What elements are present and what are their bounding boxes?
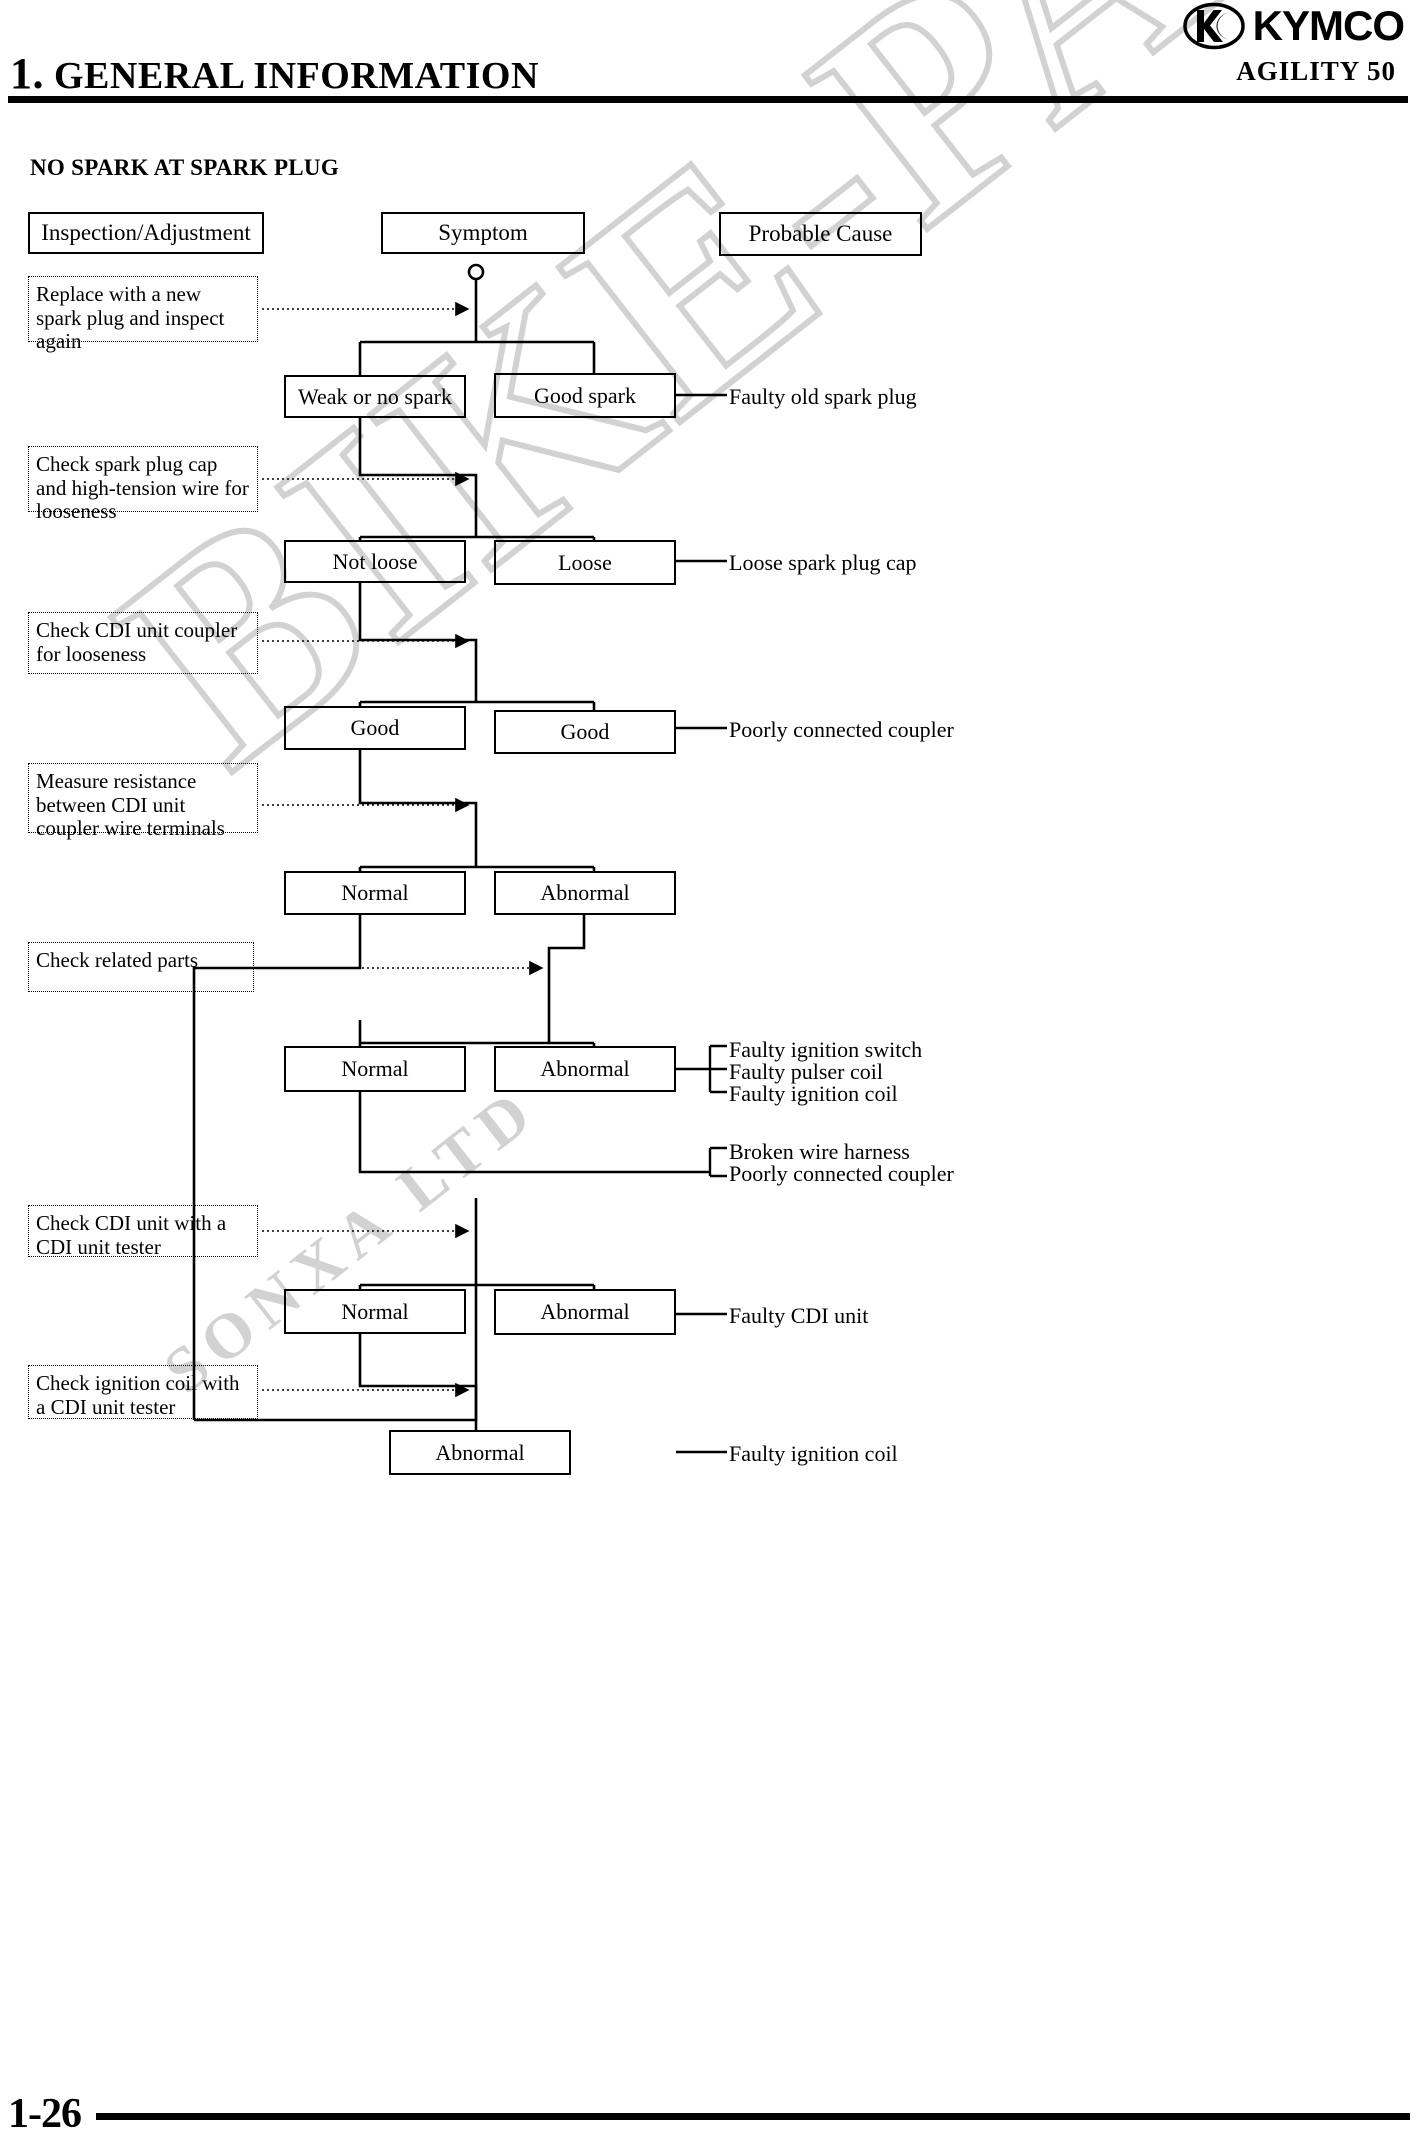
- instruction-box-5: Check related parts: [28, 942, 254, 992]
- cause-5-3: Faulty ignition coil: [729, 1081, 898, 1106]
- instruction-box-4: Measure resistance between CDI unit coup…: [28, 763, 258, 840]
- symptom-box-1-right: Good spark: [494, 373, 676, 418]
- page-title: 1. GENERAL INFORMATION: [10, 48, 539, 99]
- chapter-title-text: GENERAL INFORMATION: [54, 55, 539, 97]
- cause-3-1: Poorly connected coupler: [729, 717, 954, 742]
- instruction-box-1: Replace with a new spark plug and inspec…: [28, 276, 258, 353]
- footer-divider: [96, 2113, 1410, 2120]
- symptom-box-6-right: Abnormal: [494, 1289, 676, 1335]
- symptom-box-4-right: Abnormal: [494, 871, 676, 915]
- column-header-inspection: Inspection/Adjustment: [28, 212, 264, 254]
- kymco-emblem-icon: [1182, 2, 1245, 50]
- header-divider: [8, 96, 1408, 103]
- section-title: NO SPARK AT SPARK PLUG: [30, 155, 340, 180]
- kymco-wordmark: KYMCO: [1252, 2, 1405, 49]
- symptom-box-1-left: Weak or no spark: [284, 375, 466, 418]
- symptom-box-6-left: Normal: [284, 1289, 466, 1334]
- cause-2-1: Loose spark plug cap: [729, 550, 917, 575]
- column-header-symptom: Symptom: [381, 212, 585, 254]
- symptom-box-5-right: Abnormal: [494, 1046, 676, 1092]
- symptom-box-2-right: Loose: [494, 540, 676, 585]
- instruction-box-6: Check CDI unit with a CDI unit tester: [28, 1205, 258, 1258]
- instruction-box-2: Check spark plug cap and high-tension wi…: [28, 446, 258, 523]
- symptom-box-7-right: Abnormal: [389, 1430, 571, 1475]
- cause-7-1: Faulty ignition coil: [729, 1441, 898, 1466]
- cause-5-1: Faulty ignition switch: [729, 1037, 923, 1062]
- symptom-box-3-left: Good: [284, 706, 466, 750]
- cause-6-1: Faulty CDI unit: [729, 1303, 869, 1328]
- symptom-box-4-left: Normal: [284, 871, 466, 915]
- cause-5-2: Faulty pulser coil: [729, 1059, 883, 1084]
- cause-5-secondary-1: Broken wire harness: [729, 1139, 910, 1164]
- cause-1-1: Faulty old spark plug: [729, 384, 917, 409]
- symptom-box-3-right: Good: [494, 710, 676, 754]
- instruction-box-7: Check ignition coil with a CDI unit test…: [28, 1365, 258, 1419]
- cause-5-secondary-2: Poorly connected coupler: [729, 1161, 954, 1186]
- kymco-logo: KYMCO: [1182, 2, 1405, 50]
- chapter-number: 1.: [10, 49, 44, 98]
- model-name: AGILITY 50: [1236, 56, 1396, 86]
- page-number: 1-26: [8, 2091, 82, 2137]
- column-header-cause: Probable Cause: [719, 212, 922, 256]
- symptom-box-5-left: Normal: [284, 1046, 466, 1092]
- instruction-box-3: Check CDI unit coupler for looseness: [28, 612, 258, 674]
- symptom-box-2-left: Not loose: [284, 540, 466, 583]
